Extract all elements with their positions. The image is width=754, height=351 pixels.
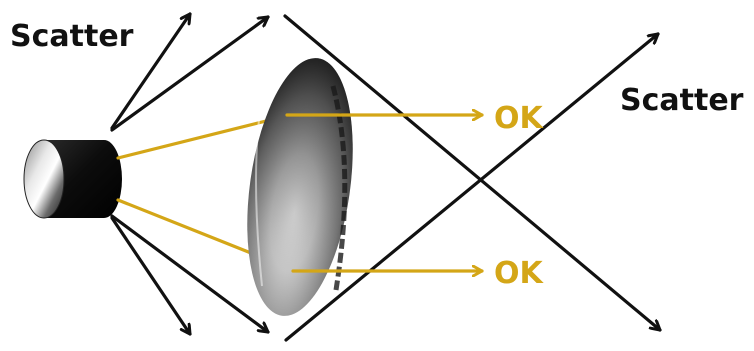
- gold-beam-upper: [116, 115, 292, 160]
- scatter-arrows-left: [110, 12, 270, 336]
- scatter-arrow-upper-left: [110, 12, 192, 130]
- scatter-arrows-right: [283, 14, 662, 342]
- lamp-cylinder-icon: [23, 139, 122, 219]
- scatter-cross-arrow-up: [284, 32, 660, 342]
- scatter-cross-arrow-down: [283, 14, 662, 332]
- scatter-arrow-lower-left: [110, 216, 192, 336]
- scatter-label-right: Scatter: [620, 83, 744, 118]
- gold-beams-out: [285, 115, 484, 271]
- ok-label-bottom: OK: [494, 256, 545, 291]
- lens-disc-icon: [247, 58, 353, 316]
- scatter-arrow-lower-right: [110, 214, 270, 334]
- scatter-arrow-upper-right: [110, 15, 270, 132]
- scatter-label-left: Scatter: [10, 19, 134, 54]
- ok-label-top: OK: [494, 101, 545, 136]
